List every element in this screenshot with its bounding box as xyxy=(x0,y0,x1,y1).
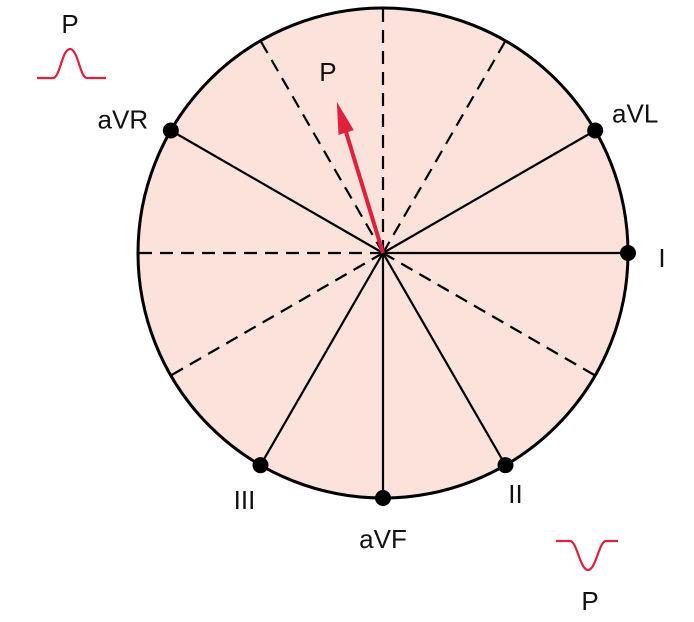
upright-p-wave-icon xyxy=(37,47,106,80)
lead-dot-I xyxy=(620,245,636,261)
lead-axis-aVR xyxy=(170,129,384,254)
lead-axis-III xyxy=(259,252,384,466)
lead-label-I: I xyxy=(658,243,665,273)
lead-label-aVL: aVL xyxy=(612,99,658,129)
p-vector-shaft xyxy=(343,128,385,254)
lead-dot-II xyxy=(497,457,514,474)
p-vector-arrowhead xyxy=(336,101,354,135)
lead-label-II: II xyxy=(508,479,522,509)
lead-dot-aVR xyxy=(162,122,179,139)
lead-axis-II xyxy=(382,252,507,466)
inverted-wave-label: P xyxy=(581,586,598,616)
lead-dot-aVL xyxy=(587,122,604,139)
lead-label-III: III xyxy=(234,485,256,515)
lead-dot-III xyxy=(252,457,269,474)
lead-axis-aVL xyxy=(382,129,596,254)
lead-dot-aVF xyxy=(375,490,391,506)
p-vector xyxy=(336,101,385,254)
p-vector-label: P xyxy=(319,57,336,87)
lead-label-aVR: aVR xyxy=(98,105,149,135)
lead-label-aVF: aVF xyxy=(359,524,407,554)
upright-wave-label: P xyxy=(61,9,78,39)
inverted-p-wave-icon xyxy=(556,539,618,572)
